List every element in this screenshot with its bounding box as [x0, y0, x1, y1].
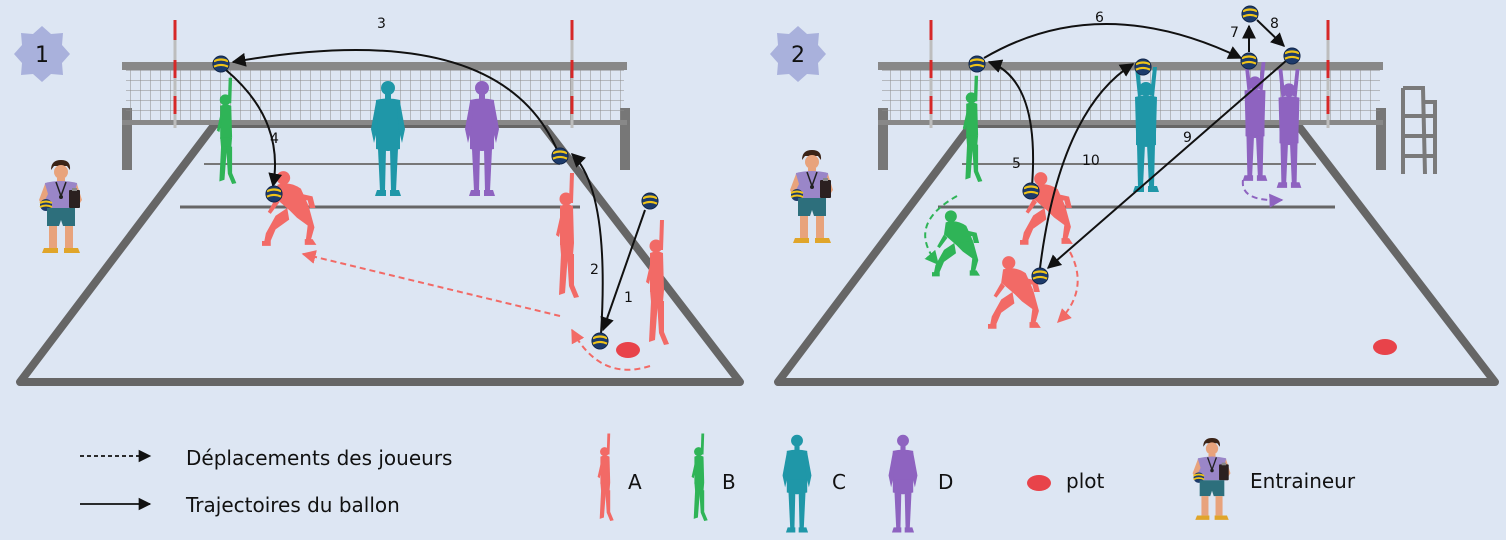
star-badge-icon: 1: [14, 26, 70, 82]
coach-icon: [39, 160, 82, 253]
legend-player-d-label: D: [938, 470, 953, 494]
panel-2: 2 5 6 7 8 9 10: [770, 6, 1495, 382]
legend-trajectory-label: Trajectoires du ballon: [186, 493, 400, 517]
coach-icon: [790, 150, 833, 243]
player-d-blocker: [1277, 69, 1302, 188]
step-label: 1: [624, 290, 633, 306]
volleyball-icon: [1242, 6, 1258, 22]
volleyball-icon: [552, 148, 568, 164]
volleyball-icon: [266, 186, 282, 202]
legend-player-b-icon: [692, 434, 708, 522]
legend-coach-icon: [1193, 438, 1231, 520]
legend-player-d-icon: [889, 435, 918, 533]
legend-player-a-label: A: [628, 470, 642, 494]
player-c: [1133, 67, 1159, 192]
volleyball-icon: [592, 333, 608, 349]
volleyball-icon: [969, 56, 985, 72]
legend-coach-label: Entraineur: [1250, 469, 1355, 493]
cone-icon: [1373, 339, 1397, 355]
player-b-receiver: [930, 210, 980, 276]
step-label: 9: [1183, 130, 1192, 146]
volleyball-icon: [1241, 53, 1257, 69]
player-a-receiver: [986, 256, 1041, 329]
step-label: 2: [590, 262, 599, 278]
star-badge-icon: 2: [770, 26, 826, 82]
volleyball-icon: [642, 193, 658, 209]
legend-movement-label: Déplacements des joueurs: [186, 446, 452, 470]
player-a-setter: [556, 173, 579, 298]
legend-cone-icon: [1027, 475, 1051, 491]
step-label: 10: [1082, 153, 1100, 169]
panel-1: 1 1 2 3 4: [14, 16, 740, 382]
volleyball-icon: [213, 56, 229, 72]
legend-cone-label: plot: [1066, 469, 1104, 493]
cone-icon: [616, 342, 640, 358]
step-label: 7: [1230, 25, 1239, 41]
step-label: 6: [1095, 10, 1104, 26]
legend-player-c-icon: [783, 435, 812, 533]
step-label: 3: [377, 16, 386, 32]
referee-chair-icon: [1403, 88, 1435, 174]
panel-2-badge: 2: [791, 43, 805, 68]
step-label: 4: [270, 131, 279, 147]
panel-1-badge: 1: [35, 43, 49, 68]
volleyball-icon: [1135, 59, 1151, 75]
volleyball-icon: [1032, 268, 1048, 284]
legend-player-b-label: B: [722, 470, 736, 494]
volleyball-icon: [1284, 48, 1300, 64]
legend-player-a-icon: [598, 434, 614, 522]
step-label: 8: [1270, 16, 1279, 32]
step-label: 5: [1012, 156, 1021, 172]
volleyball-icon: [1023, 183, 1039, 199]
legend-player-c-label: C: [832, 470, 846, 494]
